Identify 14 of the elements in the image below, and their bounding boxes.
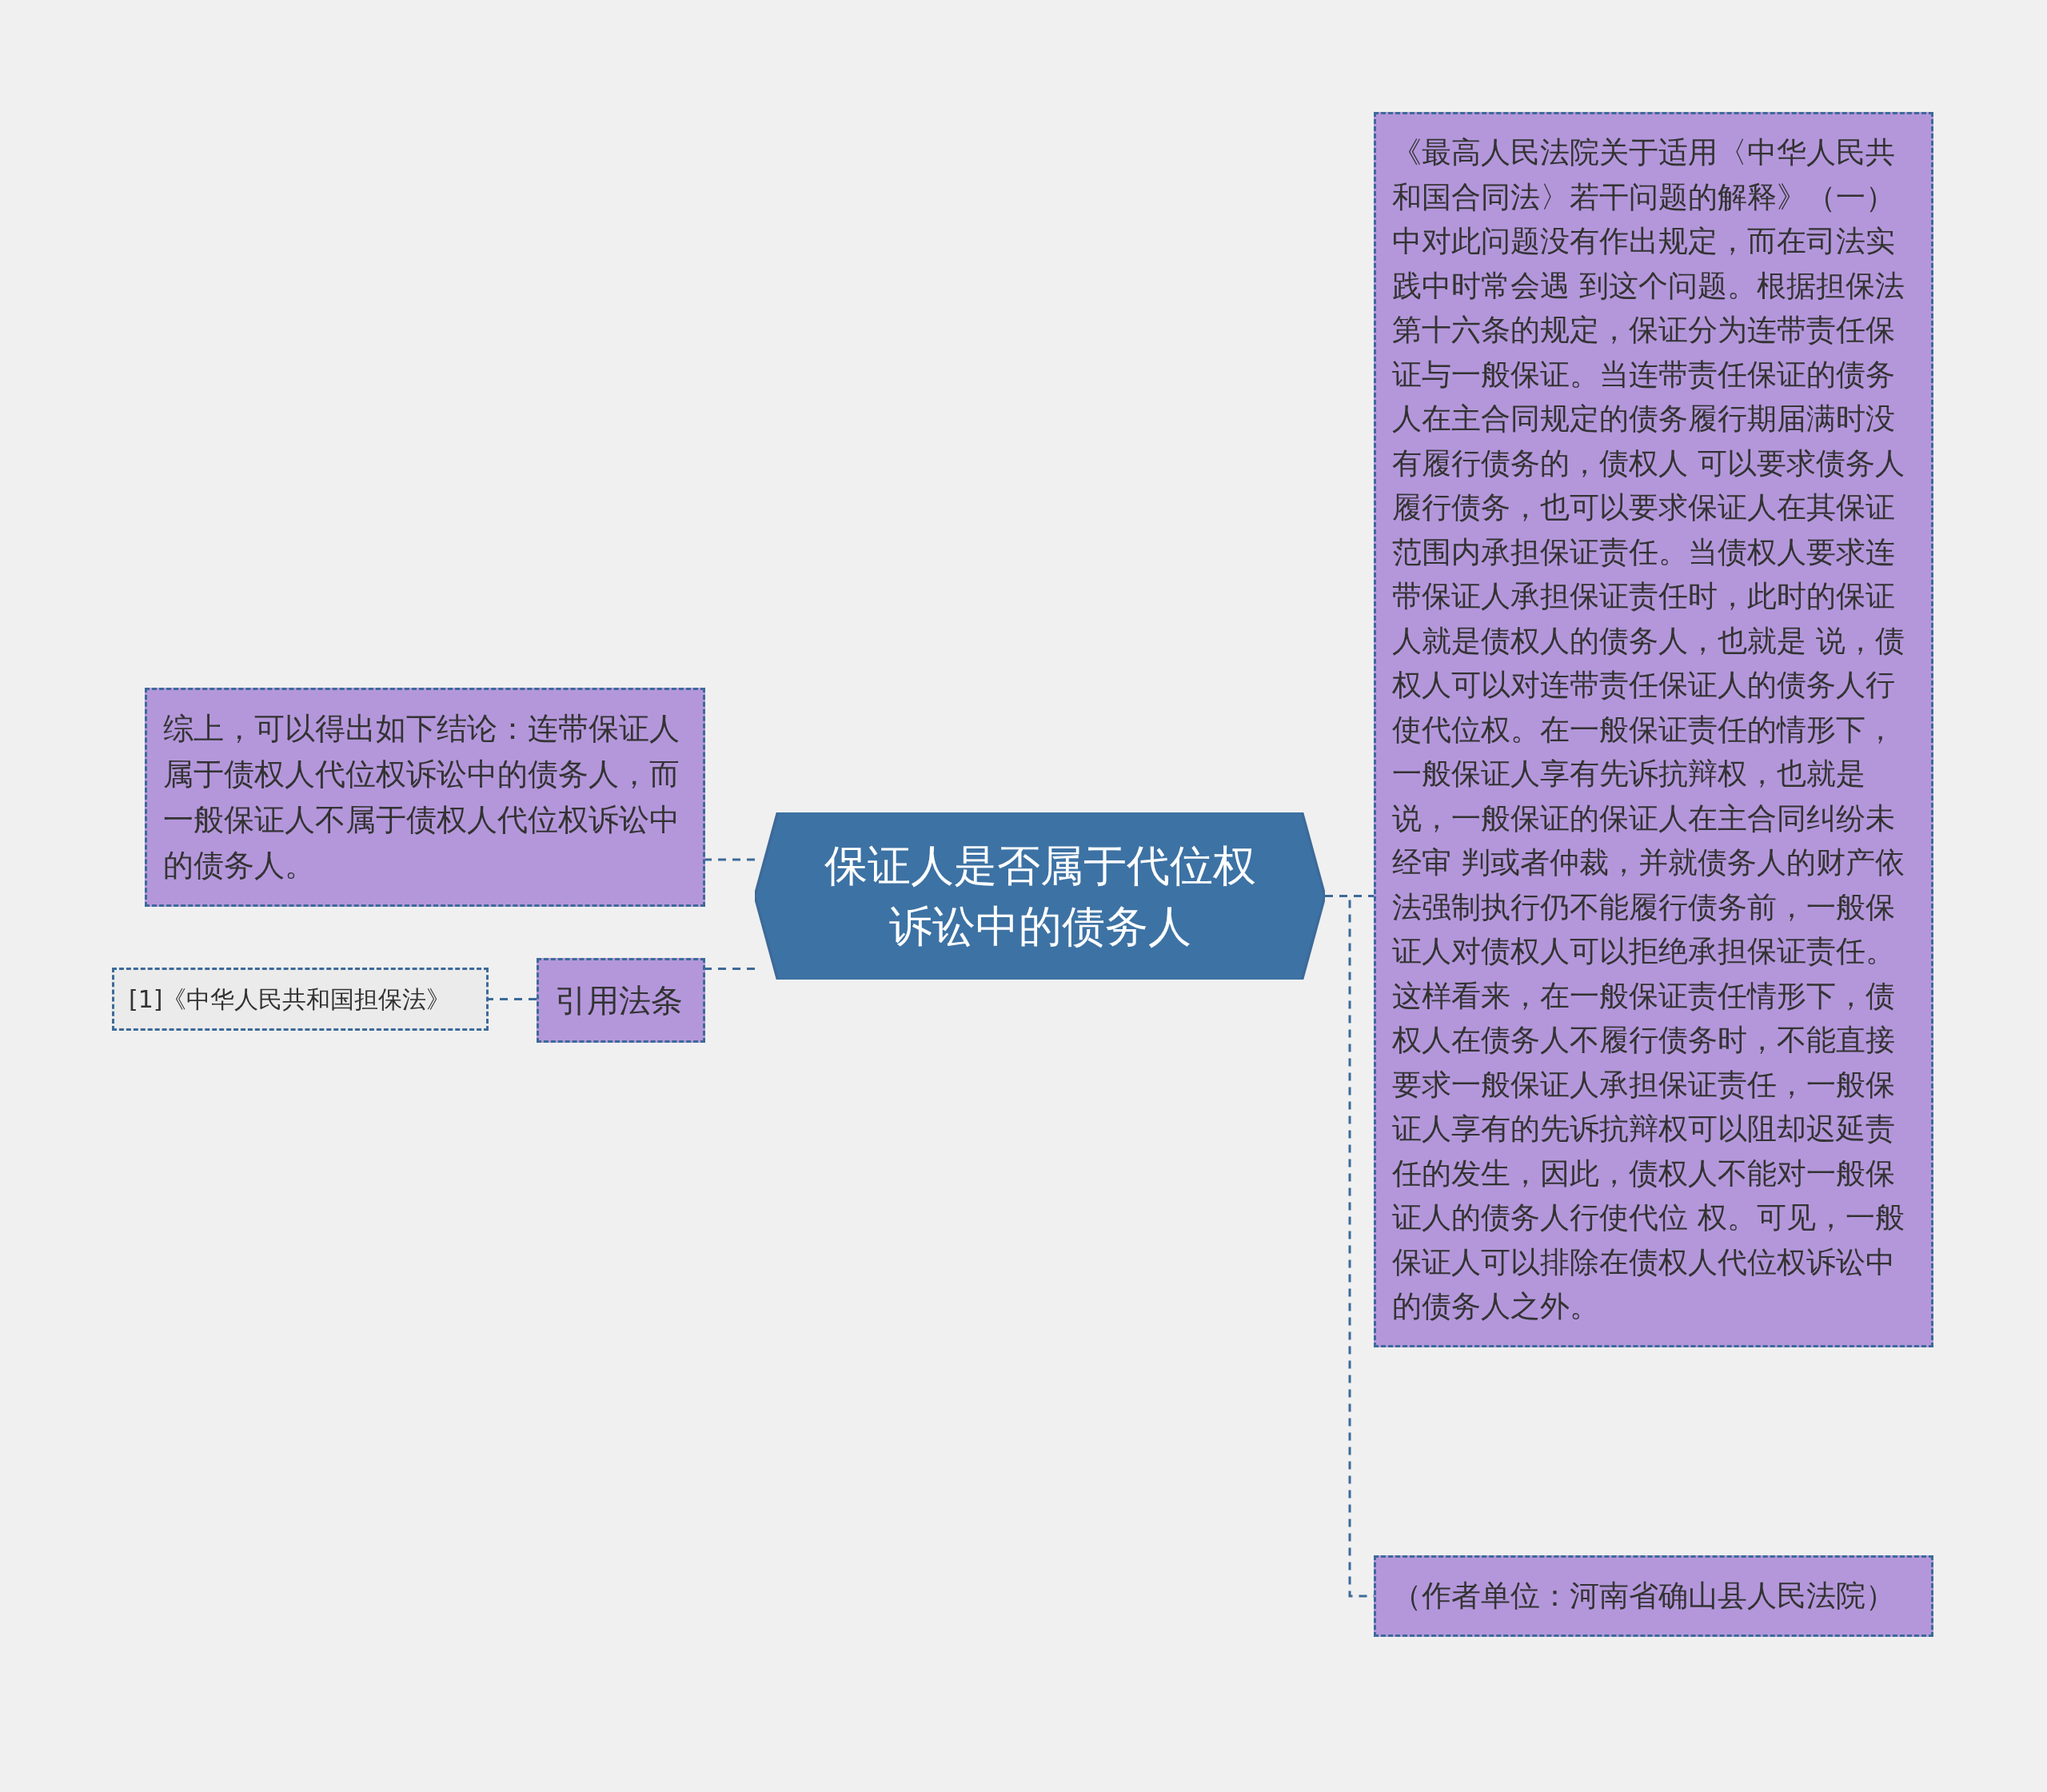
topic-text: 保证人是否属于代位权诉讼中的债务人 — [823, 839, 1257, 953]
connector-line — [705, 968, 755, 970]
text-box — [145, 688, 705, 907]
text-box — [1374, 1555, 1933, 1637]
reference-box — [112, 968, 489, 1031]
reference-text: [1]《中华人民共和国担保法》 — [129, 984, 452, 1015]
node-text: 引用法条 — [555, 981, 684, 1020]
topic-hexagon — [755, 812, 1325, 980]
node-text: 综上，可以得出如下结论：连带保证人属于债权人代位权诉讼中的债务人，而一般保证人不属于债权人代位权诉讼中的债务人。 — [163, 710, 680, 884]
node-text: 《最高人民法院关于适用〈中华人民共和国合同法〉若干问题的解释》（一）中对此问题没有作出规定，而在司法实践中时常会遇 到这个问题。根据担保法第十六条的规定，保证分为连带责任保证与一般保证。当连带责任保证的债务人在主合同规定的债务履行期届满时没有履行债务的，债权人 可以要求债务人履行债务，也可以要求保证人在其保证范围内承担保证责任。当债权人要求连带保证人承担保证责任时，此时的保证人就是债权人的债务人，也就是 说，债权人可以对连带责任保证人的债务人行使代位权。在一般保证责任的情形下，一般保证人享有先诉抗辩权，也就是说，一般保证的保证人在主合同纠纷未经审 判或者仲裁，并就债务人的财产依法强制执行仍不能履行债务前，一般保证人对债权人可以拒绝承担保证责任。这样看来，在一般保证责任情形下，债权人在债务人不履行债务时，不能直接要求一般保证人承担保证责任，一般保证人享有的先诉抗辩权可以阻却迟延责任的发生，因此，债权人不能对一般保证人的债务人行使代位 权。可见，一般保证人可以排除在债权人代位权诉讼中的债务人之外。 — [1392, 134, 1905, 1325]
node-text: （作者单位：河南省确山县人民法院） — [1392, 1578, 1896, 1614]
connector-line — [489, 998, 537, 1000]
connector-line — [705, 858, 755, 861]
text-box — [537, 958, 705, 1043]
